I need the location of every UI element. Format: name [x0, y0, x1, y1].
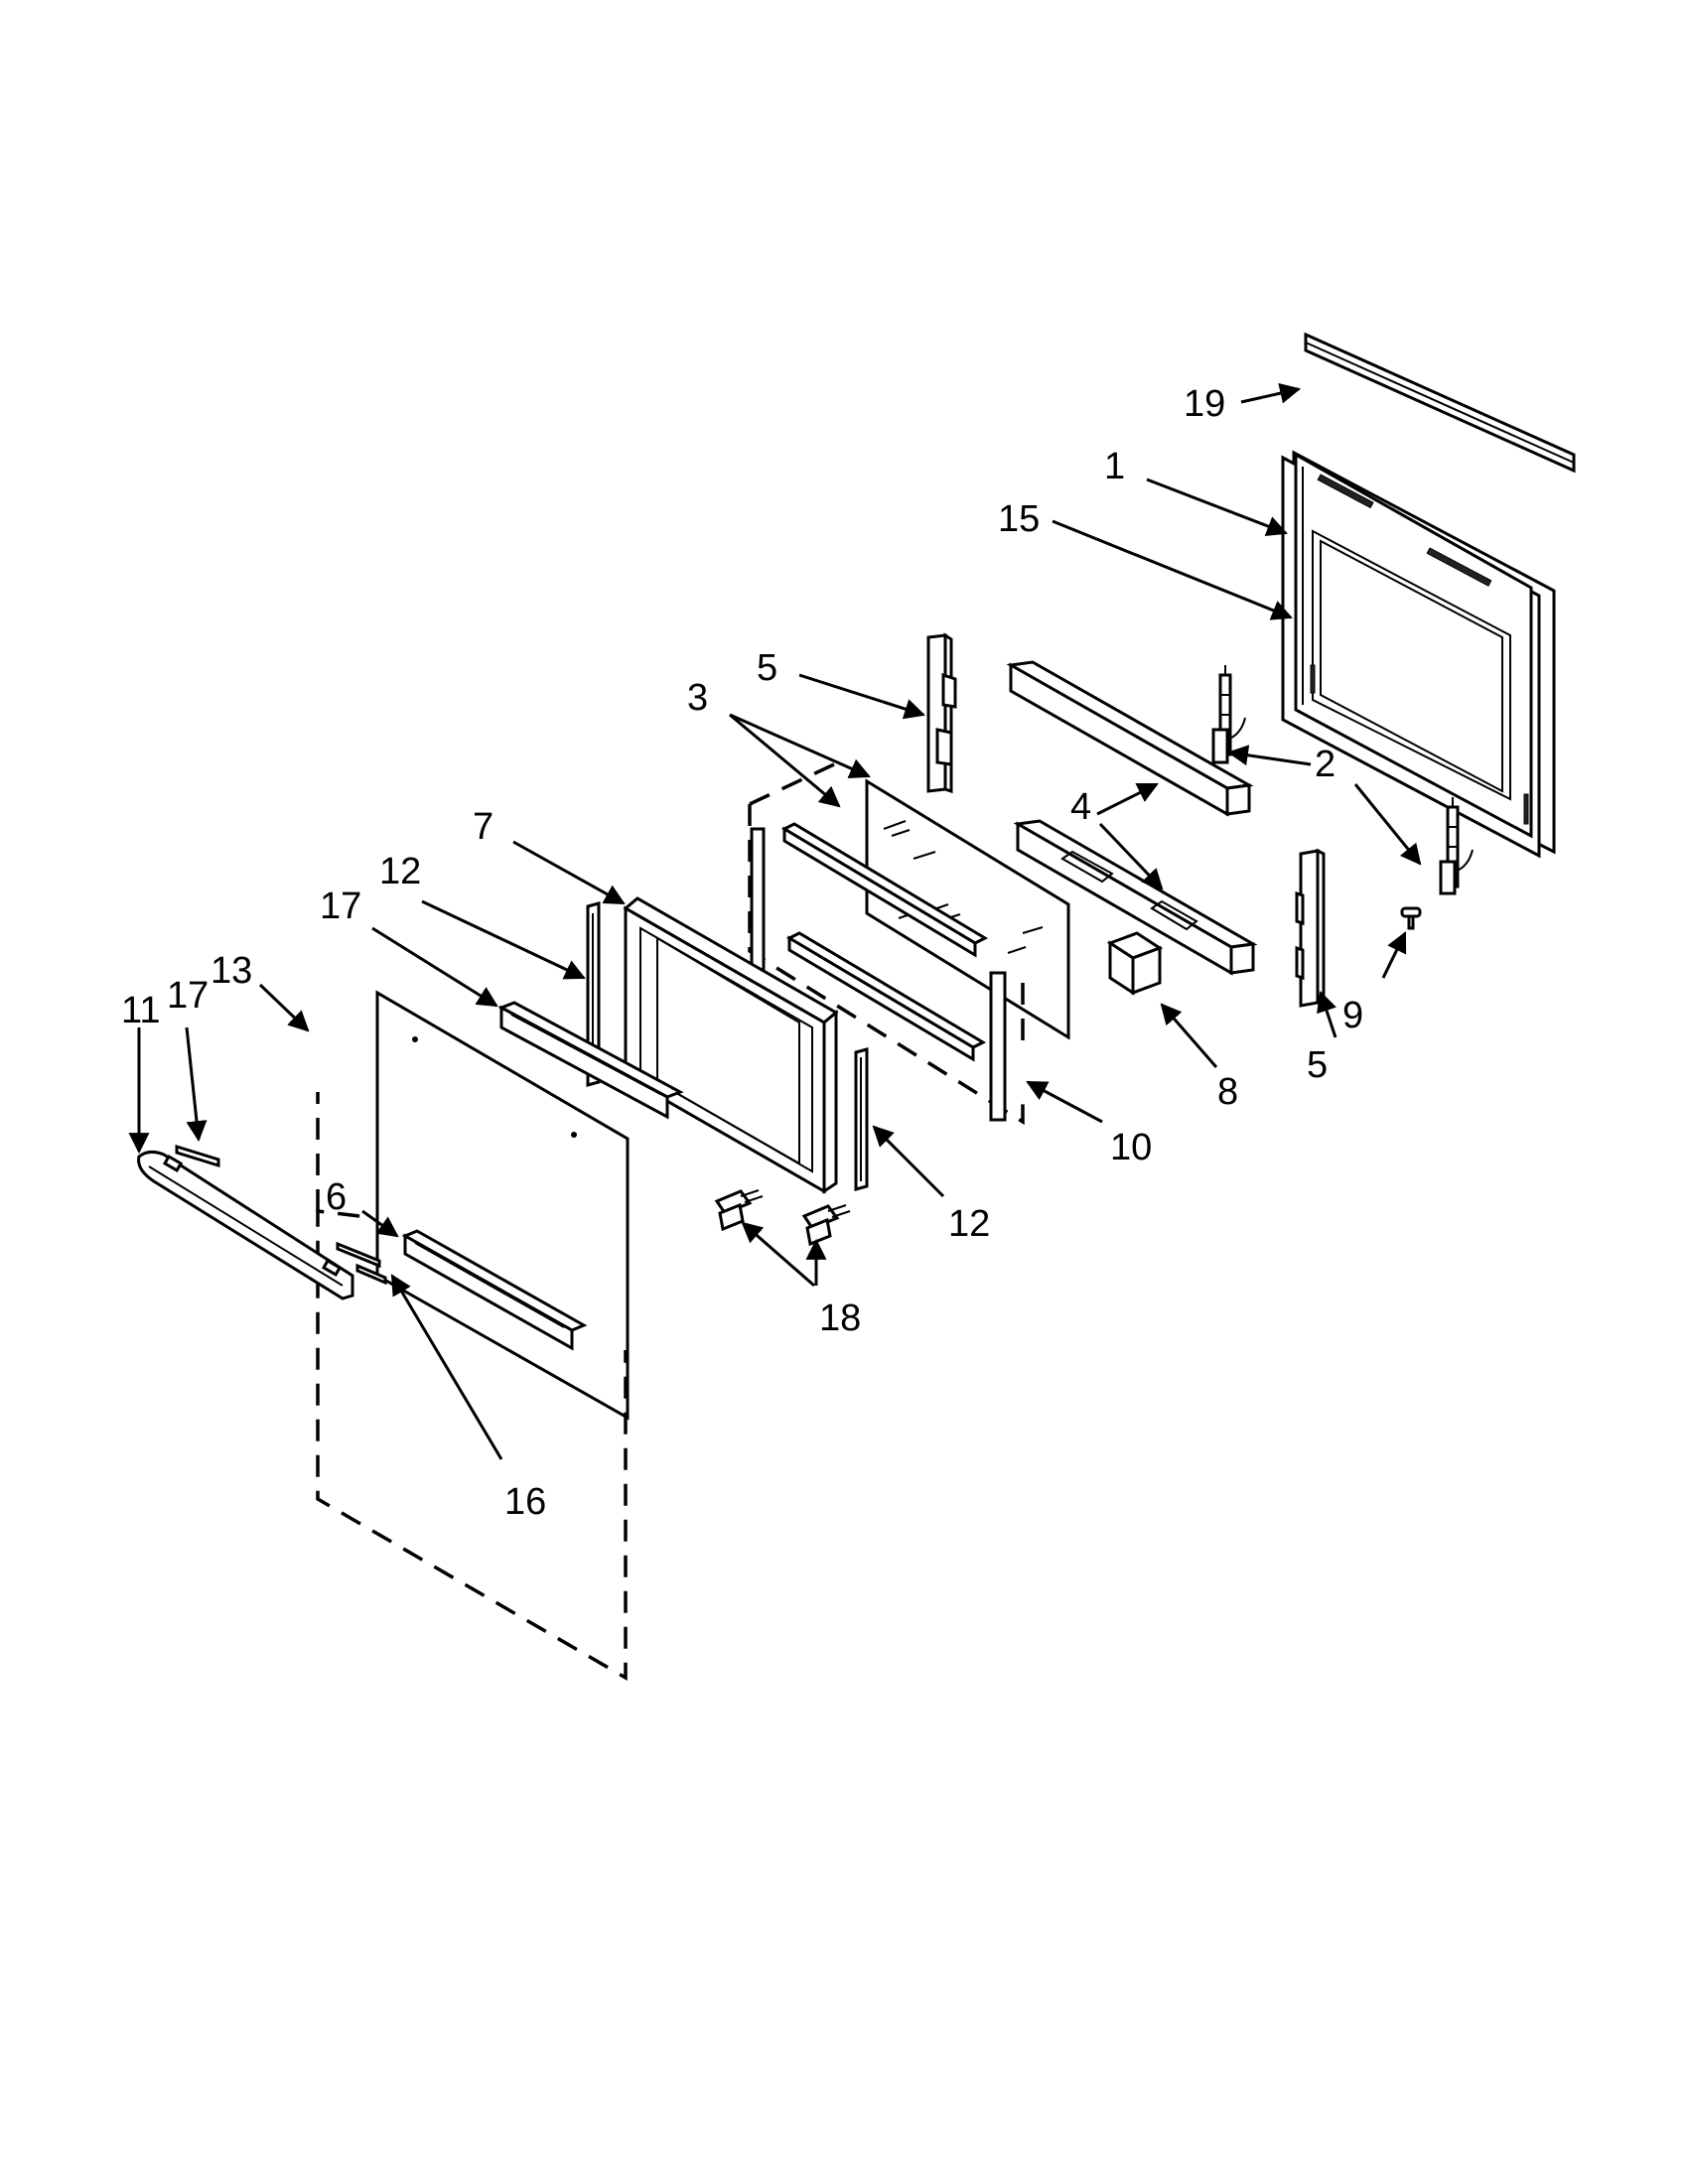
callout-5-lower: 5	[1307, 1044, 1328, 1086]
part-4-crossbar-lower	[1013, 819, 1258, 976]
callout-4: 4	[1070, 786, 1091, 828]
part-17-trim-strip-upper	[497, 1001, 684, 1120]
part-2-hinge-upper	[1211, 665, 1246, 764]
callout-19: 19	[1184, 383, 1225, 425]
callout-5-upper: 5	[757, 647, 777, 689]
part-19-trim-strip	[1304, 332, 1576, 474]
callout-18: 18	[819, 1297, 861, 1339]
part-2-hinge-lower	[1439, 797, 1474, 895]
part-16-pad	[336, 1241, 387, 1286]
part-17-trim-strip-small	[175, 1144, 220, 1168]
callout-3: 3	[687, 677, 708, 719]
part-18-bolt-left	[714, 1189, 764, 1232]
callout-12-upper: 12	[379, 851, 421, 892]
callout-6: 6	[326, 1176, 347, 1218]
part-8-block	[1106, 931, 1164, 996]
callout-17-upper: 17	[320, 886, 361, 927]
callout-2: 2	[1315, 744, 1336, 785]
part-12-side-channel-lower	[854, 1047, 869, 1191]
part-5-hinge-bracket-upper	[926, 632, 957, 794]
part-4-crossbar-upper	[1006, 660, 1254, 817]
callout-16: 16	[504, 1481, 546, 1523]
callout-8: 8	[1217, 1071, 1238, 1113]
callout-labels: 19 1 15 5 3 2 4 7 12 17 13 11 17 9 5 8 1…	[121, 383, 1363, 1523]
callout-7: 7	[473, 806, 493, 848]
part-13-outer-glass-panel	[375, 990, 630, 1421]
part-6-trim-strip-lower	[401, 1229, 588, 1351]
callout-17-lower: 17	[167, 975, 209, 1017]
part-10-inner-frame	[750, 822, 1007, 1122]
part-10-group-outline	[748, 762, 1025, 1126]
part-7-door-frame	[623, 896, 839, 1194]
part-13-group-outline	[316, 1092, 628, 1682]
part-5-hinge-bracket-lower	[1295, 848, 1326, 1008]
callout-9: 9	[1342, 995, 1363, 1036]
leader-lines	[128, 382, 1422, 1460]
callout-15: 15	[998, 498, 1040, 540]
callout-10: 10	[1110, 1127, 1152, 1168]
callout-13: 13	[211, 950, 252, 992]
part-1-outer-door-panel	[1281, 450, 1556, 859]
part-18-bolt-right	[801, 1204, 851, 1247]
callout-11: 11	[121, 990, 160, 1031]
callout-12-lower: 12	[948, 1203, 990, 1245]
part-9-screw	[1400, 906, 1422, 930]
part-11-door-handle	[137, 1150, 354, 1300]
callout-1: 1	[1104, 446, 1125, 487]
